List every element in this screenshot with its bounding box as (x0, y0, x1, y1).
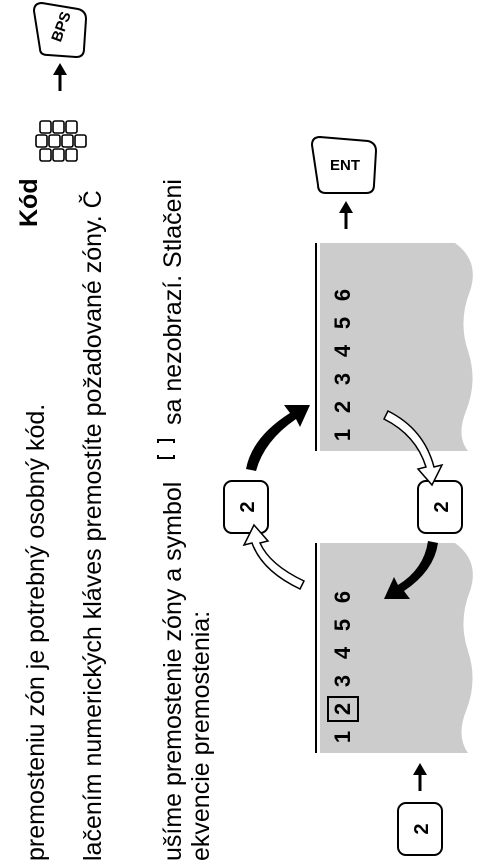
key-2-start-label: 2 (411, 823, 433, 834)
display-panel-top: 1 2 3 4 5 6 (315, 543, 473, 753)
ent-key: ENT (310, 135, 378, 194)
display-bottom-digits: 1 2 3 4 5 6 (330, 289, 355, 441)
arrow-right-icon (413, 763, 427, 791)
key-2-top-label: 2 (237, 501, 259, 512)
key-2-top: 2 (223, 480, 269, 534)
digit: 3 (330, 675, 355, 687)
bypassed-zone-bracket-icon (327, 696, 359, 722)
curved-arrow-hollow-icon (242, 523, 306, 590)
digit: 6 (330, 591, 355, 603)
digit: 1 (330, 429, 355, 441)
curved-arrow-solid-icon (246, 405, 310, 471)
keypad-icon (35, 120, 87, 162)
digit: 6 (330, 289, 355, 301)
digit: 4 (330, 344, 355, 357)
display-top-digits: 1 2 3 4 5 6 (330, 591, 355, 743)
digit: 3 (330, 373, 355, 385)
curved-arrow-solid-icon (384, 541, 438, 599)
digit: 4 (330, 646, 355, 659)
key-2-start: 2 (397, 802, 443, 856)
digit: 5 (330, 619, 355, 631)
digit: 1 (330, 731, 355, 743)
bracket-symbol-icon (157, 439, 175, 459)
arrow-right-icon (339, 201, 353, 229)
ent-key-label: ENT (330, 157, 360, 174)
key-2-bottom-label: 2 (431, 501, 453, 512)
curved-arrow-hollow-icon (382, 409, 444, 487)
display-panel-bottom: 1 2 3 4 5 6 (315, 243, 473, 451)
key-2-bottom: 2 (417, 480, 463, 534)
arrow-right-icon (53, 63, 67, 91)
digit: 2 (330, 703, 355, 715)
digit: 2 (330, 401, 355, 413)
digit: 5 (330, 317, 355, 329)
bps-key: BPS (32, 1, 88, 59)
